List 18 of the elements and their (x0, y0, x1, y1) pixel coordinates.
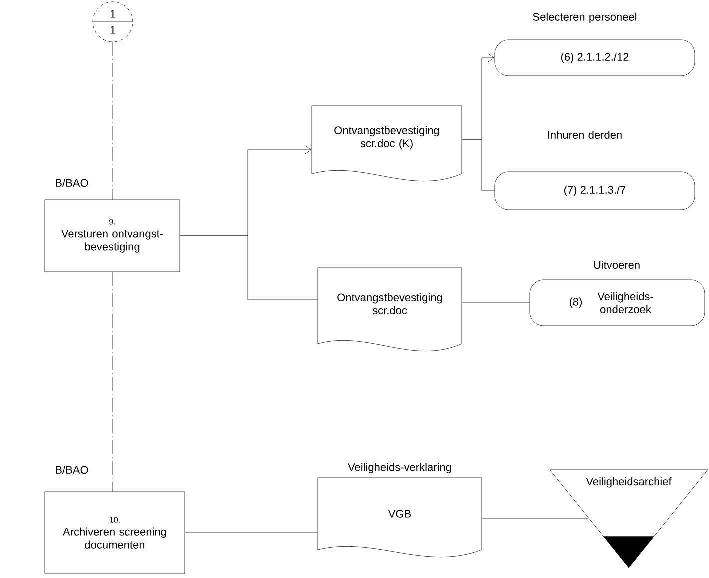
connector-line (462, 140, 495, 192)
process-box: 10. Archiveren screening documenten (44, 492, 186, 574)
archive-triangle: Veiligheidsarchief (550, 470, 708, 568)
caption-label: B/BAO (56, 178, 88, 188)
caption-label: Selecteren personeel (533, 12, 637, 24)
caption-label: B/BAO (56, 466, 88, 474)
caption-label: Inhuren derden (548, 130, 622, 140)
connector-line (112, 272, 113, 492)
connector-line (185, 532, 318, 534)
connector-line (180, 236, 318, 300)
node-label: Veiligheids-verklaring (348, 463, 452, 474)
connector-line (482, 518, 590, 520)
process-box: 9. Versturen ontvangst-bevestiging (44, 200, 180, 272)
caption-label: Uitvoeren (594, 260, 640, 270)
connector-line (112, 42, 114, 200)
document-shape: Ontvangstbevestiging scr.doc (318, 268, 462, 352)
document-shape: Ontvangstbevestiging scr.doc (K) (312, 106, 462, 182)
connector-line (462, 302, 530, 304)
